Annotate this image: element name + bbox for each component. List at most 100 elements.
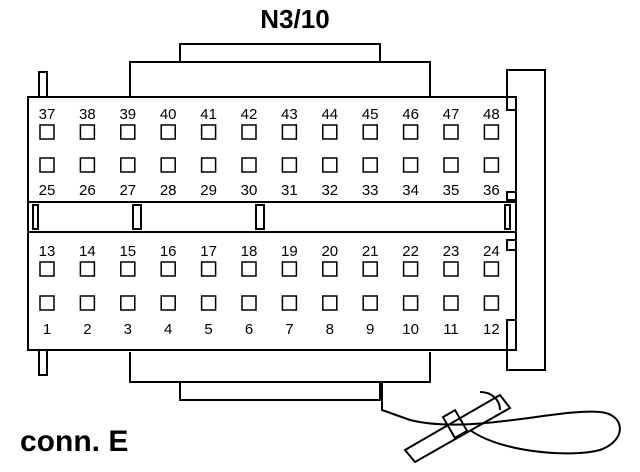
pin-11-label: 11 (443, 321, 459, 338)
pin-27-label: 27 (119, 182, 136, 199)
pin-18-label: 18 (241, 243, 258, 260)
pin-4-label: 4 (164, 321, 172, 338)
pin-25-label: 25 (39, 182, 56, 199)
pin-46-label: 46 (402, 106, 419, 123)
pin-34-box (402, 157, 419, 173)
top-tier-outer (129, 61, 431, 96)
pin-26-label: 26 (79, 182, 96, 199)
pin-47-box (443, 124, 459, 140)
pin-15-label: 15 (119, 243, 136, 260)
separator-key-4 (504, 204, 511, 230)
pin-11-box (443, 295, 459, 311)
pin-43-box (281, 124, 298, 140)
pin-22-label: 22 (402, 243, 419, 260)
pin-32-box (322, 157, 338, 173)
cable-arc (479, 391, 501, 411)
pin-38-box (79, 124, 96, 140)
pin-8-label: 8 (326, 321, 334, 338)
left-peg-top (38, 71, 48, 98)
pin-26-box (79, 157, 96, 173)
right-notch-upper (506, 191, 516, 201)
right-notch-lower (506, 239, 516, 251)
pin-43-label: 43 (281, 106, 298, 123)
pin-10-label: 10 (402, 321, 419, 338)
pin-5-label: 5 (204, 321, 212, 338)
pin-21-label: 21 (362, 243, 379, 260)
pin-25-box (39, 157, 55, 173)
pin-34-label: 34 (402, 182, 419, 199)
pin-17-box (200, 261, 217, 277)
pin-2-box (79, 295, 96, 311)
pin-39-label: 39 (119, 106, 136, 123)
pin-16-box (160, 261, 176, 277)
pin-31-box (281, 157, 298, 173)
left-peg-bottom (38, 349, 48, 376)
pin-14-box (79, 261, 96, 277)
pin-38-label: 38 (79, 106, 96, 123)
bottom-tier-outer (129, 352, 431, 383)
pin-36-label: 36 (483, 182, 500, 199)
pin-29-box (200, 157, 217, 173)
pin-47-label: 47 (443, 106, 460, 123)
cable-loop (381, 382, 621, 455)
pin-14-label: 14 (79, 243, 96, 260)
pin-3-box (120, 295, 136, 311)
pin-40-box (160, 124, 176, 140)
pin-31-label: 31 (281, 182, 298, 199)
pin-35-box (443, 157, 459, 173)
pin-12-label: 12 (483, 321, 500, 338)
pin-36-box (483, 157, 500, 173)
pin-39-box (120, 124, 136, 140)
pin-48-box (483, 124, 500, 140)
diagram-title: N3/10 (260, 4, 330, 34)
pin-37-label: 37 (39, 106, 56, 123)
pin-9-label: 9 (366, 321, 374, 338)
pin-45-label: 45 (362, 106, 379, 123)
cable-clamp-collar (441, 408, 469, 440)
pin-29-label: 29 (200, 182, 217, 199)
pin-28-label: 28 (160, 182, 177, 199)
pin-41-box (200, 124, 217, 140)
pin-20-label: 20 (321, 243, 338, 260)
pin-6-box (241, 295, 257, 311)
pin-35-label: 35 (443, 182, 460, 199)
pin-42-label: 42 (241, 106, 258, 123)
pin-8-box (322, 295, 338, 311)
pin-33-label: 33 (362, 182, 379, 199)
separator-key-2 (132, 204, 142, 230)
pin-46-box (402, 124, 419, 140)
bottom-tier-inner (179, 382, 381, 401)
pin-2-label: 2 (83, 321, 91, 338)
pin-23-label: 23 (443, 243, 460, 260)
pin-19-box (281, 261, 298, 277)
pin-45-box (362, 124, 378, 140)
pin-17-label: 17 (200, 243, 217, 260)
pin-42-box (241, 124, 257, 140)
pin-40-label: 40 (160, 106, 177, 123)
pin-15-box (120, 261, 136, 277)
pin-16-label: 16 (160, 243, 177, 260)
connector-label: conn. E (20, 425, 129, 458)
pin-23-box (443, 261, 459, 277)
pin-4-box (160, 295, 176, 311)
pin-12-box (483, 295, 500, 311)
pin-1-box (39, 295, 55, 311)
right-latch (506, 69, 546, 371)
cable-clamp (403, 393, 512, 464)
separator-key-1 (32, 204, 39, 230)
pin-6-label: 6 (245, 321, 253, 338)
pin-9-box (362, 295, 378, 311)
pin-32-label: 32 (321, 182, 338, 199)
pin-7-box (281, 295, 298, 311)
pin-28-box (160, 157, 176, 173)
pin-10-box (402, 295, 419, 311)
pin-5-box (200, 295, 217, 311)
top-tier-inner (179, 43, 381, 62)
pin-18-box (241, 261, 257, 277)
pin-13-label: 13 (39, 243, 56, 260)
pin-37-box (39, 124, 55, 140)
pin-24-box (483, 261, 500, 277)
pin-22-box (402, 261, 419, 277)
